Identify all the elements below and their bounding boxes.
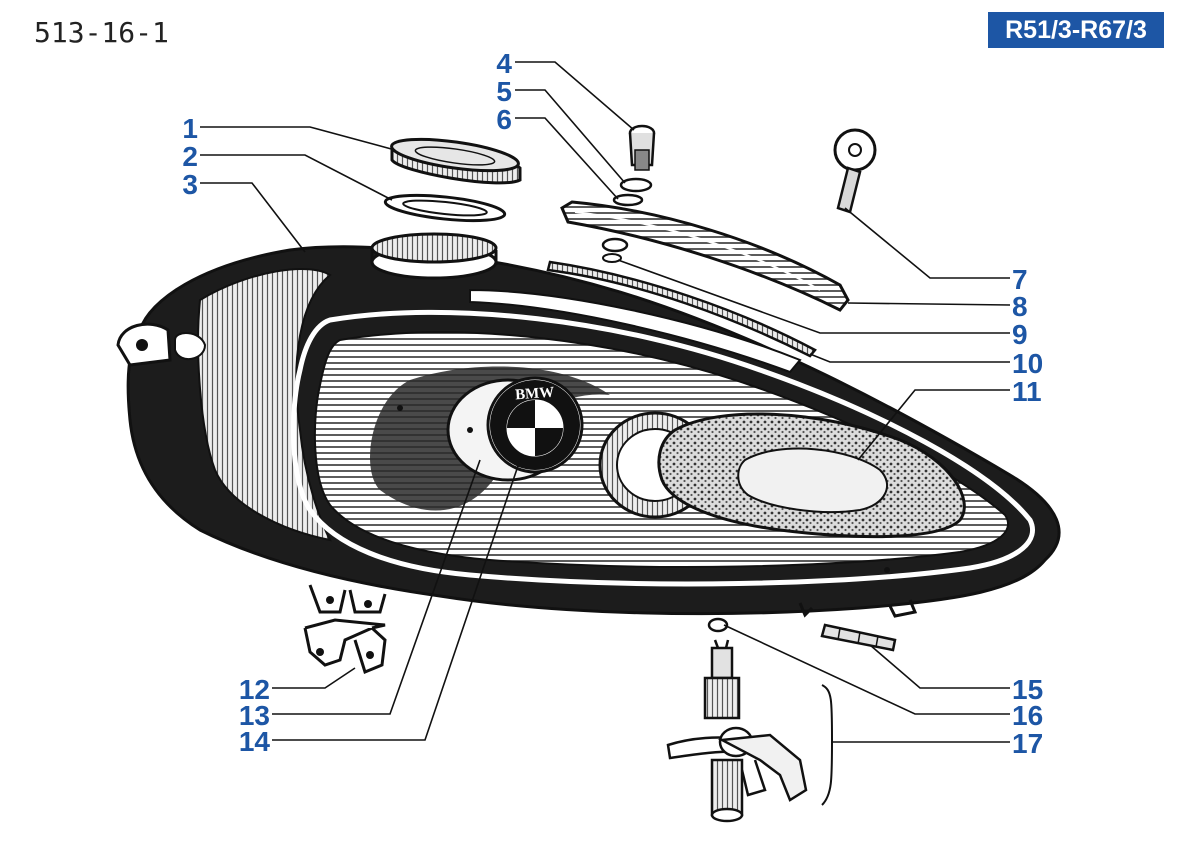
leader-line [844,207,1010,279]
leader-line [515,117,619,200]
callout-number-17: 17 [1012,728,1043,759]
callout-number-2: 2 [182,141,198,172]
leader-line [272,459,521,741]
tap-washer [707,617,729,633]
page-code: 513-16-1 [34,16,169,49]
callout-number-8: 8 [1012,291,1028,322]
callout-number-16: 16 [1012,700,1043,731]
leader-line [272,459,481,715]
fuel-tank [116,232,1061,618]
leader-line [200,126,396,151]
callout-number-4: 4 [496,48,512,79]
callout-number-1: 1 [182,113,198,144]
knee-pad [657,412,966,539]
callout-number-12: 12 [239,674,270,705]
callout-number-6: 6 [496,104,512,135]
leader-line [272,667,356,689]
rubber-buffer [820,623,897,652]
group-brace [821,684,833,806]
callout-number-5: 5 [496,76,512,107]
leader-line [617,259,1010,334]
leader-lines [200,61,1011,743]
callout-number-3: 3 [182,169,198,200]
leader-line [515,61,635,131]
cap-gasket [383,193,507,223]
fuel-tap [666,639,808,823]
bracket [303,618,387,675]
ignition-key [833,128,877,214]
callout-number-13: 13 [239,700,270,731]
tool-box-cover [560,200,850,312]
callout-number-14: 14 [239,726,271,757]
callout-number-9: 9 [1012,319,1028,350]
lock-cylinder [628,124,656,171]
emblem-text: BMW [515,385,555,404]
grommet [601,237,629,253]
callout-number-7: 7 [1012,264,1028,295]
cover-seal [546,260,817,358]
bmw-emblem: BMW [486,376,584,474]
model-range-badge: R51/3-R67/3 [988,12,1164,48]
callout-number-11: 11 [1012,376,1042,407]
leader-line [200,182,306,253]
callout-number-15: 15 [1012,674,1043,705]
washer [612,193,644,207]
leader-line [723,624,1010,715]
filler-cap [390,137,522,185]
washer [619,177,653,193]
leader-line [515,89,626,184]
leader-line [847,302,1011,306]
leader-line [857,389,1010,461]
leader-line [200,154,393,201]
leader-line [869,644,1010,689]
leader-line [809,353,1010,363]
callout-number-10: 10 [1012,348,1043,379]
